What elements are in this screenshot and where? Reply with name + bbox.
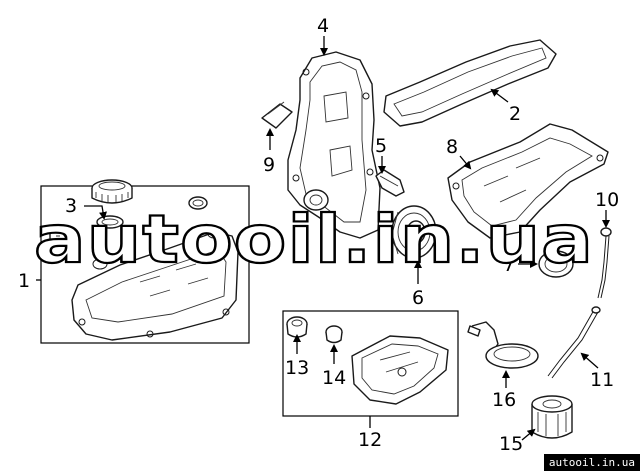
leader-lines — [36, 36, 610, 441]
leader-8 — [459, 155, 472, 170]
oil-filler-cap[interactable] — [91, 179, 133, 204]
callout-5: 5 — [375, 135, 387, 157]
callout-9: 9 — [263, 154, 275, 176]
callout-16: 16 — [492, 389, 516, 411]
callout-1: 1 — [18, 270, 30, 292]
oil-dipstick[interactable] — [597, 227, 612, 299]
callout-4: 4 — [317, 15, 329, 37]
oil-filter[interactable] — [531, 395, 573, 439]
upper-oil-pan[interactable] — [447, 123, 609, 239]
leader-3 — [84, 205, 107, 220]
small-seal-ring[interactable] — [188, 196, 208, 210]
drain-plug-washer[interactable] — [325, 325, 343, 344]
callout-11: 11 — [590, 369, 614, 391]
drain-plug[interactable] — [286, 316, 308, 338]
seal-sleeve[interactable] — [261, 101, 293, 129]
callout-6: 6 — [412, 287, 424, 309]
timing-cover[interactable] — [287, 51, 381, 239]
valve-cover[interactable] — [49, 229, 239, 341]
site-badge[interactable]: autooil.in.ua — [543, 454, 640, 471]
callout-2: 2 — [509, 103, 521, 125]
callout-10: 10 — [595, 189, 619, 211]
rear-main-seal[interactable] — [538, 250, 574, 278]
callout-13: 13 — [285, 357, 309, 379]
leader-2 — [490, 88, 509, 103]
dipstick-tube[interactable] — [547, 306, 601, 379]
callout-12: 12 — [358, 429, 382, 451]
callout-labels: 1 2 3 4 5 6 7 8 9 10 11 12 13 14 15 16 — [18, 15, 619, 455]
callout-14: 14 — [322, 367, 346, 389]
callout-7: 7 — [503, 254, 515, 276]
leader-11 — [580, 352, 599, 369]
callout-8: 8 — [446, 136, 458, 158]
callout-3: 3 — [65, 195, 77, 217]
leader-15 — [521, 428, 536, 441]
crankshaft-pulley[interactable] — [391, 205, 437, 259]
watermark-text: autooil.in.ua — [34, 201, 594, 278]
callout-15: 15 — [499, 433, 523, 455]
valve-cover-gasket[interactable] — [383, 39, 557, 127]
lower-oil-pan[interactable] — [351, 335, 449, 405]
valve-cover-group-box — [40, 185, 250, 344]
oil-strainer[interactable] — [467, 321, 539, 369]
